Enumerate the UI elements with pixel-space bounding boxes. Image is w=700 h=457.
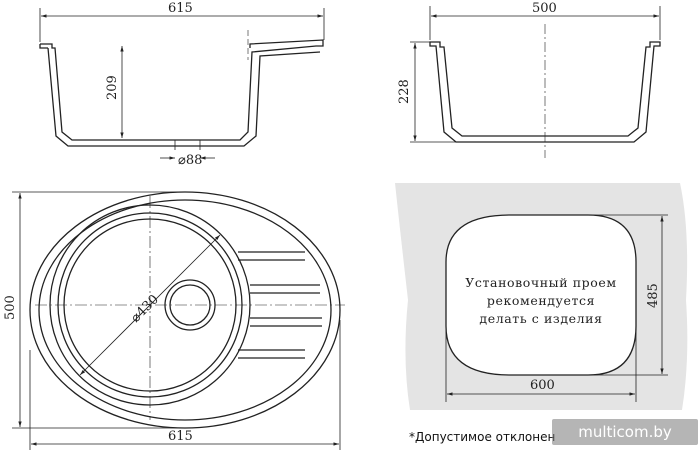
top-view: [12, 191, 345, 450]
cutout-height-label: 485: [646, 283, 661, 308]
front-width-label: 500: [532, 1, 557, 16]
front-view: [410, 6, 661, 158]
front-height-label: 228: [397, 79, 412, 104]
drain-diameter-label: ⌀88: [178, 153, 202, 168]
cutout-label-line3: делать с изделия: [479, 311, 602, 326]
side-view: [39, 8, 325, 160]
watermark: multicom.by: [552, 419, 698, 445]
top-width-label: 615: [168, 429, 193, 444]
top-height-label: 500: [3, 295, 18, 320]
cutout-label-line1: Установочный проем: [465, 275, 616, 290]
cutout-view: [395, 183, 688, 410]
footnote: *Допустимое отклонен: [409, 430, 556, 444]
side-width-label: 615: [168, 1, 193, 16]
side-height-label: 209: [105, 75, 120, 100]
bowl-diameter-label: ⌀430: [128, 292, 162, 326]
cutout-label-line2: рекомендуется: [487, 293, 595, 308]
cutout-width-label: 600: [530, 378, 555, 393]
